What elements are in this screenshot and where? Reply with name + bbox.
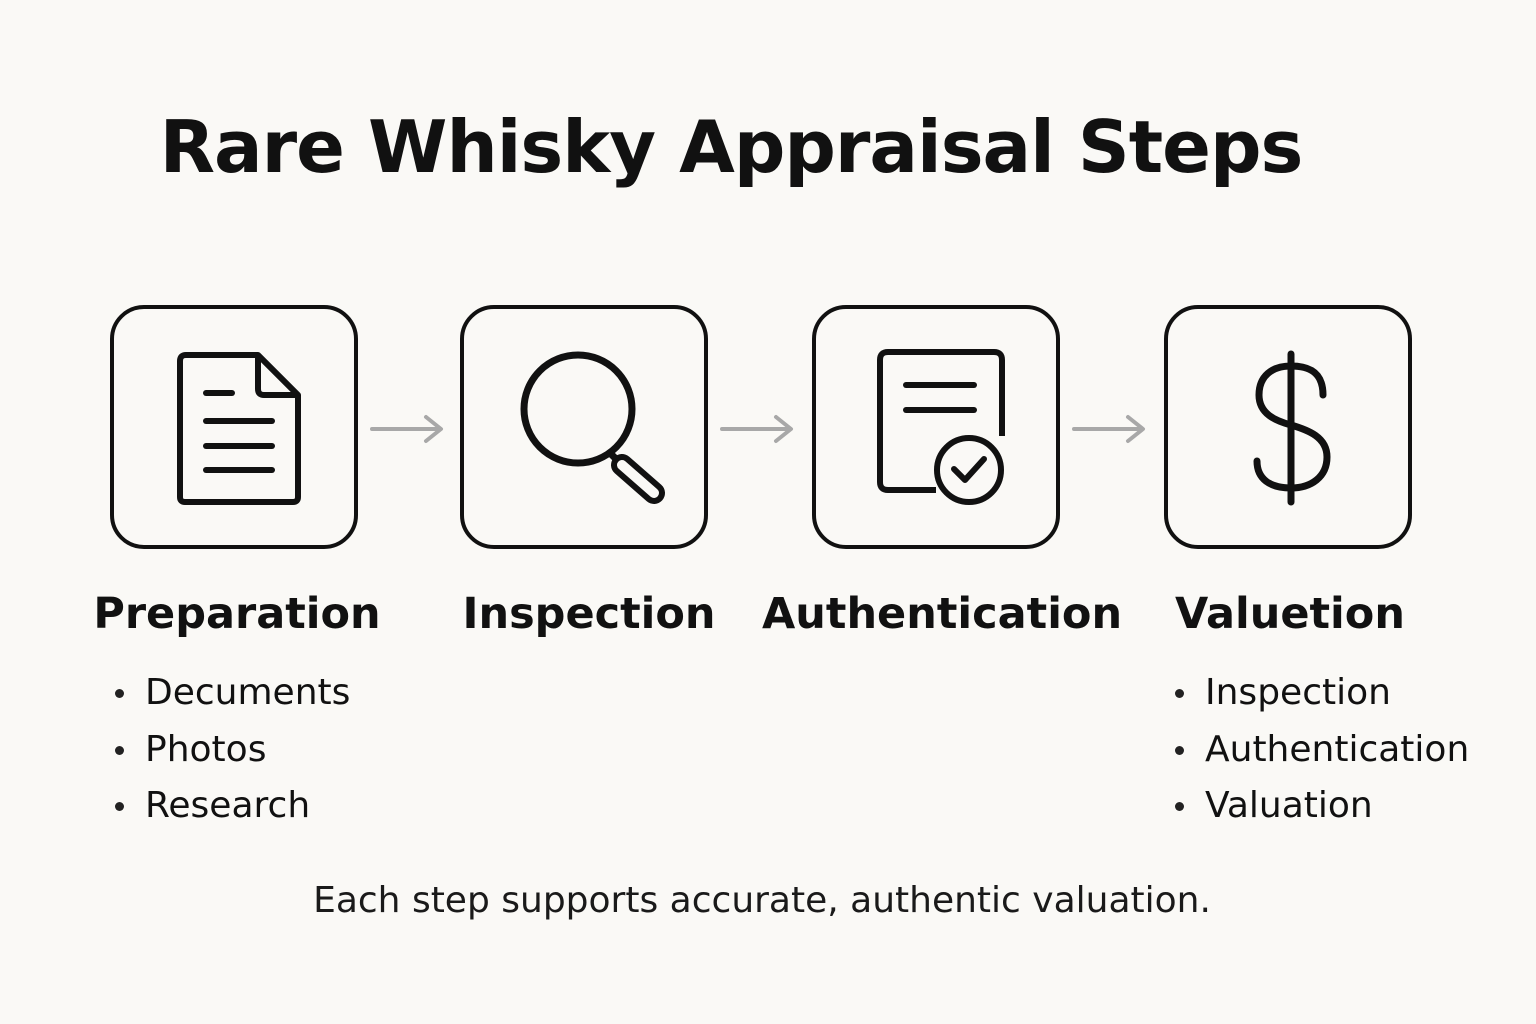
- list-item: Research: [113, 778, 350, 835]
- step-authentication-box: [812, 305, 1060, 549]
- step-label-inspection: Inspection: [462, 589, 716, 639]
- list-item: Valuation: [1173, 778, 1469, 835]
- preparation-bullet-list: Decuments Photos Research: [113, 665, 350, 835]
- bullet-dot: [115, 689, 124, 698]
- diagram-title: Rare Whisky Appraisal Steps: [159, 105, 1304, 189]
- document-icon: [177, 352, 301, 505]
- step-label-authentication: Authentication: [762, 589, 1123, 639]
- arrow-right-icon: [370, 415, 443, 443]
- arrow-right-icon: [720, 415, 793, 443]
- valuation-bullet-list: Inspection Authentication Valuation: [1173, 665, 1469, 835]
- step-inspection-box: [460, 305, 708, 549]
- bullet-dot: [1175, 802, 1184, 811]
- list-item: Authentication: [1173, 722, 1469, 779]
- step-label-valuation: Valuetion: [1175, 589, 1405, 639]
- list-item: Decuments: [113, 665, 350, 722]
- caption: Each step supports accurate, authentic v…: [313, 880, 1211, 921]
- step-valuation-box: [1164, 305, 1412, 549]
- step-preparation-box: [110, 305, 358, 549]
- bullet-dot: [1175, 745, 1184, 755]
- certificate-check-icon: [877, 349, 1005, 505]
- arrow-right-icon: [1072, 415, 1145, 443]
- list-item: Photos: [113, 722, 350, 779]
- list-item: Inspection: [1173, 665, 1469, 722]
- bullet-dot: [115, 802, 124, 811]
- dollar-sign-icon: [1253, 350, 1331, 506]
- step-label-preparation: Preparation: [93, 589, 381, 639]
- bullet-dot: [115, 745, 124, 755]
- magnifying-glass-icon: [520, 351, 665, 504]
- bullet-dot: [1175, 689, 1184, 698]
